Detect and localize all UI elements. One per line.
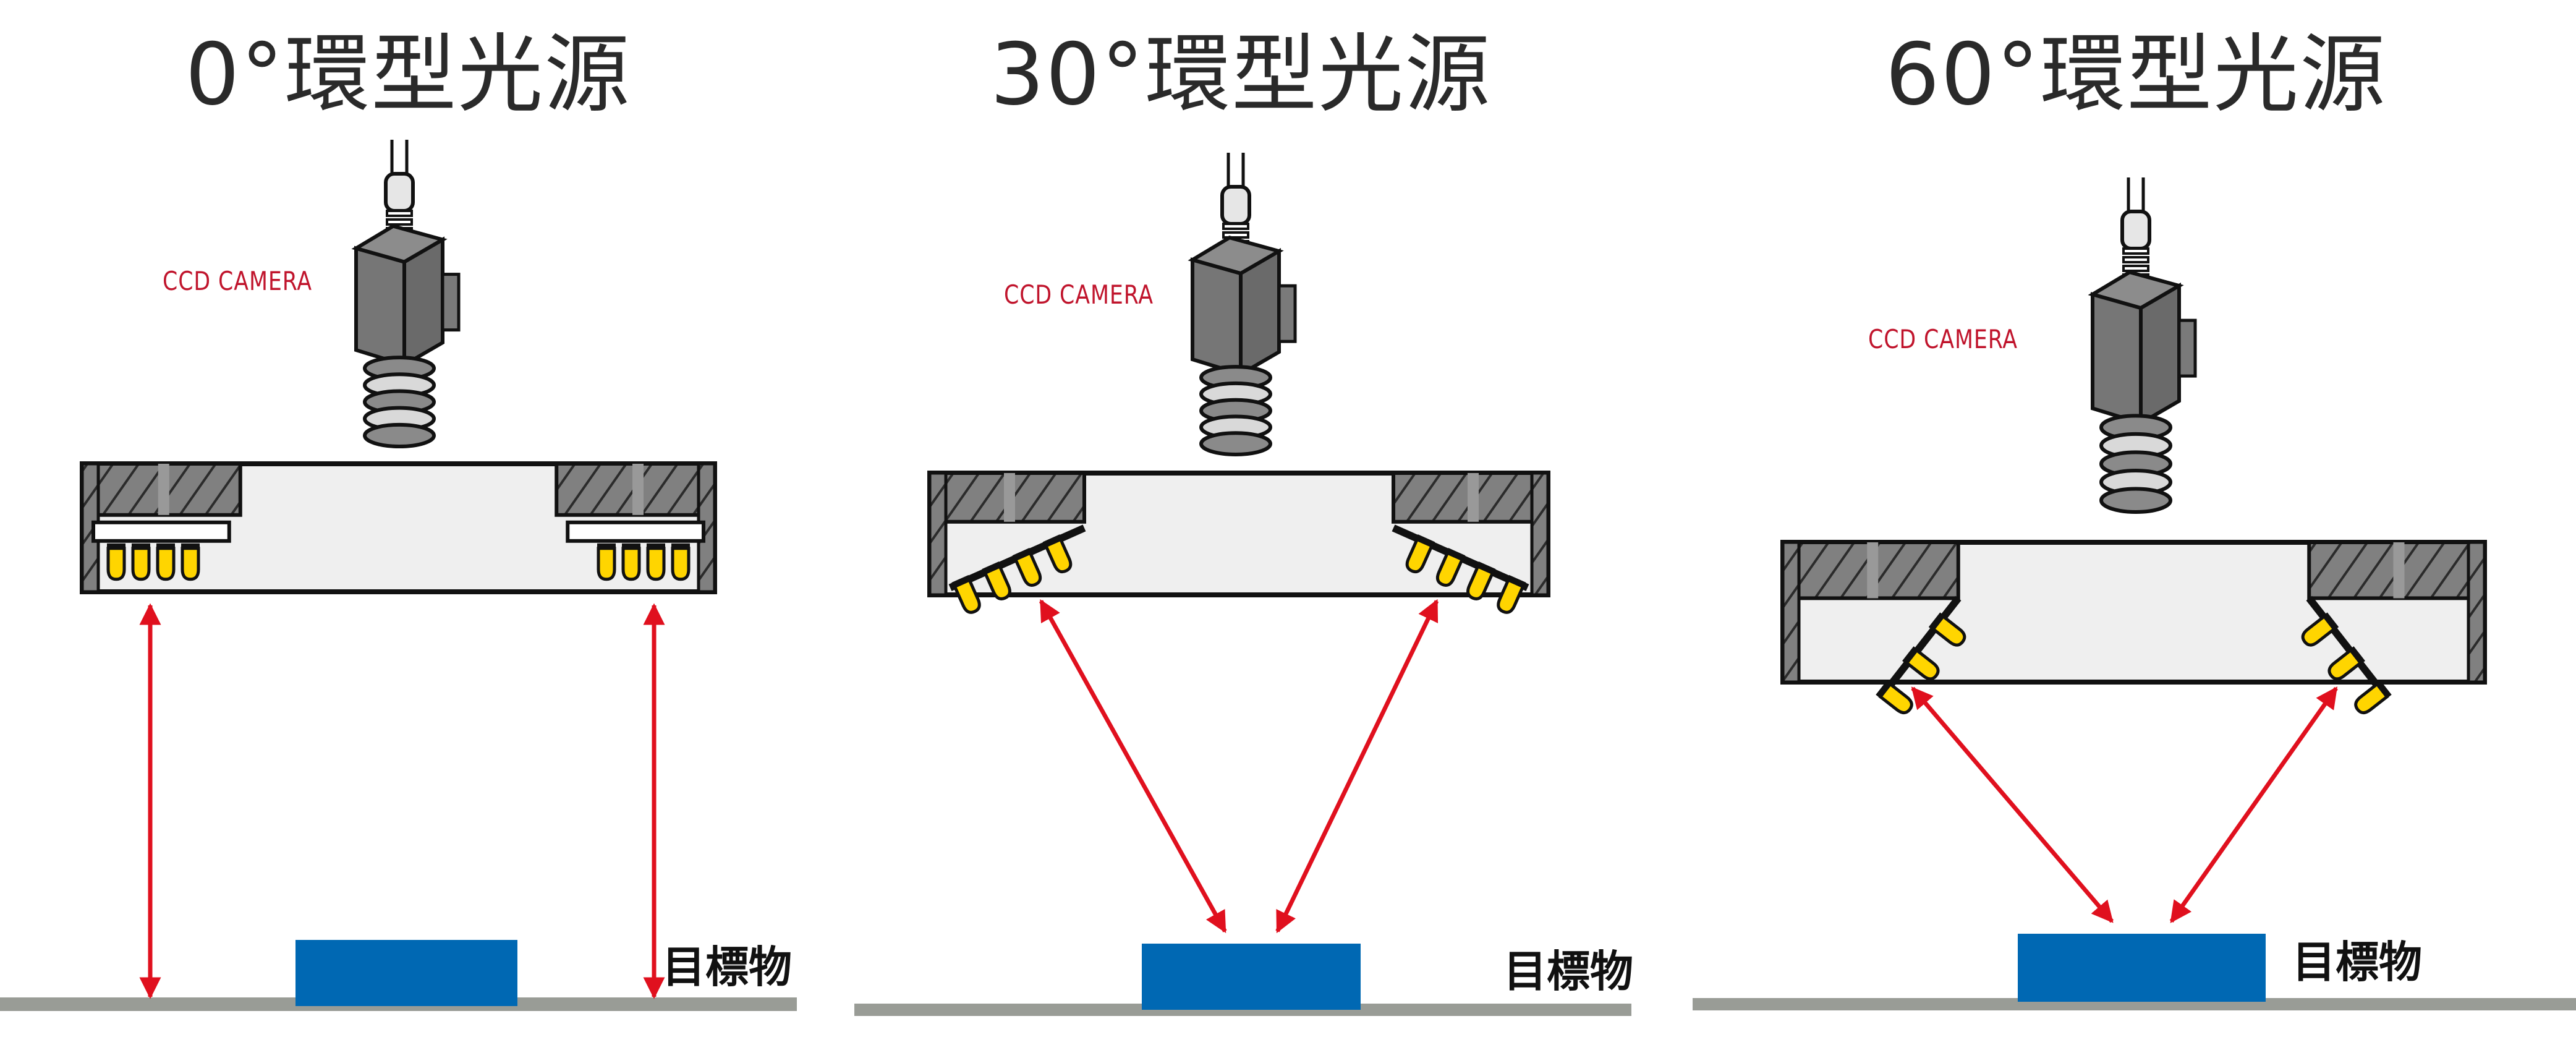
camera-port — [1277, 284, 1297, 343]
camera-port — [441, 273, 461, 332]
housing-screw-left — [158, 464, 169, 515]
panel-title-60deg: 60°環型光源 — [1885, 25, 2387, 124]
led-left — [106, 543, 126, 581]
target-label-60deg: 目標物 — [2292, 937, 2422, 988]
led-right — [2327, 646, 2365, 681]
connector-ring — [1222, 231, 1249, 239]
led-right — [1435, 548, 1466, 587]
panel-title-30deg: 30°環型光源 — [990, 25, 1492, 124]
led-left — [181, 543, 200, 581]
housing-screw-left — [1867, 542, 1879, 599]
camera-side — [402, 236, 444, 369]
led-right — [2354, 680, 2392, 715]
housing-screw-left — [1004, 473, 1015, 522]
connector-ring — [1222, 223, 1249, 230]
camera-front — [354, 245, 406, 368]
ring-light-30deg — [927, 471, 1550, 614]
connector-ring — [386, 218, 413, 226]
camera-front — [2091, 292, 2143, 426]
connector-ring — [386, 210, 413, 217]
light-ray — [1911, 686, 2114, 923]
light-ray — [1039, 599, 1227, 934]
led-board-right — [566, 520, 705, 543]
led-left — [1902, 646, 1940, 681]
ring-light-60deg — [1780, 540, 2487, 715]
housing-screw-right — [2393, 542, 2405, 599]
light-rays-0deg — [139, 603, 665, 999]
led-left — [131, 543, 151, 581]
led-right — [1466, 561, 1496, 600]
light-rays-30deg — [1039, 599, 1439, 934]
camera-lens-ring — [1199, 431, 1272, 457]
led-left — [951, 574, 981, 614]
housing-screw-right — [1468, 473, 1479, 522]
ccd-camera-0deg — [351, 140, 461, 449]
led-left — [1042, 534, 1073, 574]
target-object-0deg — [295, 940, 517, 1006]
connector-ring — [2122, 265, 2149, 272]
led-left — [156, 543, 176, 581]
target-label-30deg: 目標物 — [1503, 946, 1633, 997]
led-right — [1497, 574, 1526, 614]
camera-label-30deg: CCD CAMERA — [1004, 280, 1154, 310]
camera-label-0deg: CCD CAMERA — [163, 266, 312, 296]
ccd-camera-60deg — [2088, 177, 2197, 514]
led-board-left — [91, 520, 231, 543]
light-ray — [2169, 686, 2338, 923]
led-board-right — [2306, 595, 2390, 701]
led-left — [1012, 548, 1042, 587]
target-label-0deg: 目標物 — [662, 942, 792, 992]
camera-label-60deg: CCD CAMERA — [1868, 324, 2018, 354]
led-right — [597, 543, 616, 581]
camera-port — [2177, 318, 2197, 378]
led-right — [1405, 534, 1435, 574]
housing-wall-right — [1530, 471, 1550, 597]
camera-front — [1191, 257, 1243, 377]
connector-ring — [2122, 256, 2149, 263]
housing-wall-left — [928, 471, 948, 597]
light-ray — [1275, 599, 1439, 934]
target-object-30deg — [1142, 944, 1361, 1010]
camera-lens-ring — [363, 422, 436, 449]
camera-connector — [384, 172, 415, 213]
target-object-60deg — [2018, 934, 2266, 1002]
camera-side — [1239, 247, 1281, 378]
panel-60deg — [1693, 177, 2576, 1010]
led-board-left — [1877, 595, 1962, 701]
housing-screw-right — [632, 464, 644, 515]
camera-connector — [2120, 210, 2151, 250]
ccd-camera-30deg — [1188, 153, 1297, 457]
led-left — [1928, 612, 1966, 647]
connector-ring — [2122, 247, 2149, 255]
panel-30deg — [854, 153, 1631, 1016]
ring-light-0deg — [80, 461, 717, 594]
housing-wall-left — [1781, 540, 1801, 684]
led-right — [2301, 612, 2339, 647]
floor-60deg — [1693, 998, 2576, 1010]
led-left — [982, 561, 1011, 600]
led-left — [1876, 680, 1913, 715]
led-right — [671, 543, 691, 581]
led-right — [621, 543, 641, 581]
panel-title-0deg: 0°環型光源 — [185, 25, 631, 124]
camera-side — [2139, 282, 2181, 427]
camera-connector — [1220, 185, 1251, 226]
camera-lens-ring — [2099, 487, 2172, 514]
panel-0deg — [0, 140, 797, 1011]
housing-wall-right — [2467, 540, 2486, 684]
led-right — [646, 543, 666, 581]
light-rays-60deg — [1911, 686, 2338, 923]
